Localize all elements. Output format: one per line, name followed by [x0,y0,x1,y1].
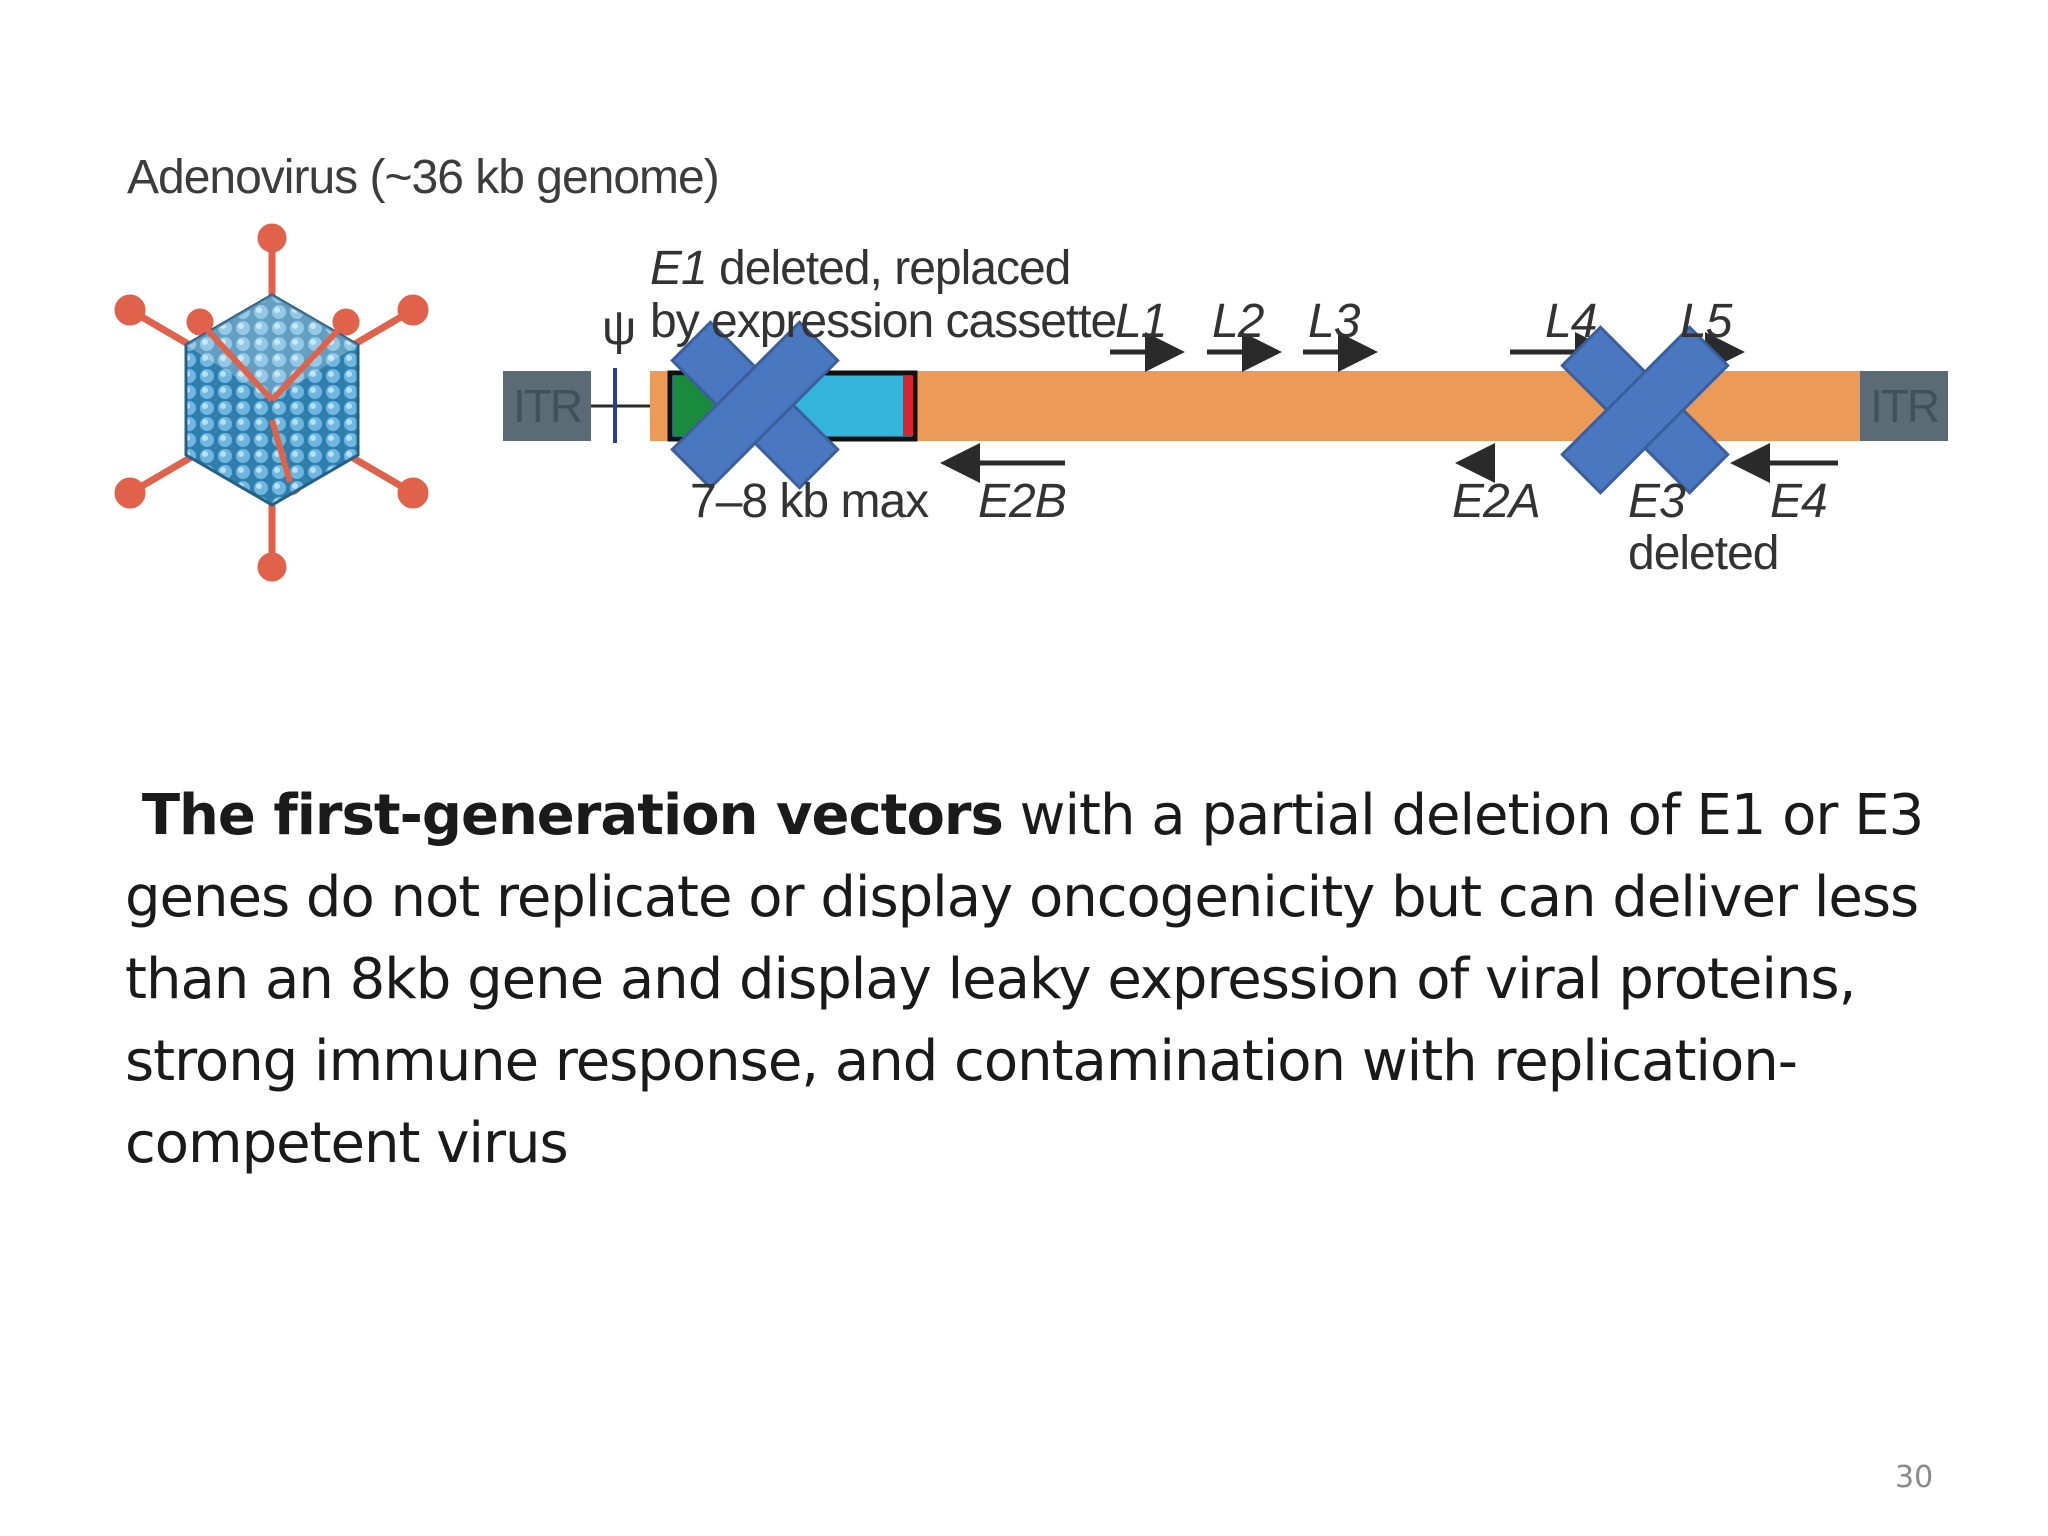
body-bold-lead: The first-generation vectors [141,783,1004,848]
e3-deleted-label: deleted [1628,527,1779,580]
psi-label: ψ [602,302,636,355]
gene-label-e2b: E2B [978,475,1067,528]
capacity-label: 7–8 kb max [690,475,929,528]
e1-label-line1: E1 deleted, replaced [650,242,1071,295]
figure-title: Adenovirus (~36 kb genome) [127,151,720,204]
e1-gene-label: E1 [650,242,708,295]
itr-right: ITR [1860,371,1948,441]
gene-label-l1: L1 [1115,295,1167,348]
deletion-cross-e3 [1560,325,1730,495]
page-number: 30 [1895,1460,1934,1495]
e1-deleted-text: deleted, replaced [706,242,1071,295]
gene-label-e2a: E2A [1452,475,1541,528]
cassette-polyA [903,376,913,436]
gene-label-e3: E3 [1628,475,1686,528]
virus-inner-fibers [197,319,349,483]
gene-label-e4: E4 [1770,475,1828,528]
gene-label-l2: L2 [1212,295,1264,348]
deletion-cross-e1 [670,320,840,490]
gene-label-l5: L5 [1680,295,1732,348]
gene-label-l4: L4 [1545,295,1597,348]
body-rest: with a partial deletion of E1 or E3 gene… [125,783,1924,1176]
e1-label-line2: by expression cassette [650,295,1117,348]
gene-label-l3: L3 [1308,295,1360,348]
itr-left: ITR [503,371,591,441]
slide-body-text: The first-generation vectors with a part… [125,775,1925,1185]
